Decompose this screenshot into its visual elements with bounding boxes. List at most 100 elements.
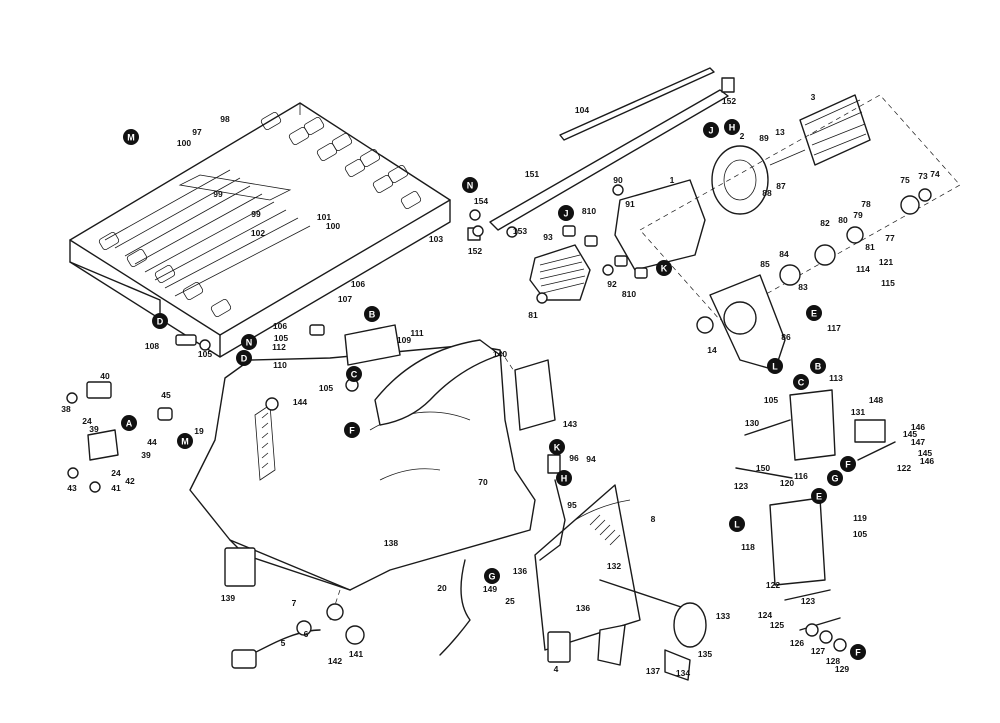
part-number-134: 134 xyxy=(676,668,690,678)
connector-badge-b: B xyxy=(364,306,380,322)
part-number-89: 89 xyxy=(759,133,769,143)
connector-badge-f-3: F xyxy=(850,644,866,660)
part-number-45: 45 xyxy=(161,390,171,400)
connector-badge-f: F xyxy=(344,422,360,438)
part-number-39: 39 xyxy=(89,424,99,434)
part-number-99: 99 xyxy=(213,189,223,199)
part-number-24: 24 xyxy=(82,416,92,426)
part-number-20: 20 xyxy=(437,583,447,593)
part-number-41: 41 xyxy=(111,483,121,493)
part-number-24-2: 24 xyxy=(111,468,121,478)
part-number-86: 86 xyxy=(781,332,791,342)
connector-badge-l-2: L xyxy=(729,516,745,532)
connector-badge-g: G xyxy=(484,568,500,584)
svg-text:H: H xyxy=(729,123,736,133)
connector-badge-e: E xyxy=(806,305,822,321)
part-number-145: 145 xyxy=(918,448,932,458)
connector-badge-h-2: H xyxy=(724,119,740,135)
part-number-133: 133 xyxy=(716,611,730,621)
part-number-81: 81 xyxy=(528,310,538,320)
connector-badge-n-2: N xyxy=(241,334,257,350)
part-number-109: 109 xyxy=(397,335,411,345)
part-number-91: 91 xyxy=(625,199,635,209)
part-number-14: 14 xyxy=(707,345,717,355)
part-number-153: 153 xyxy=(513,226,527,236)
part-number-125: 125 xyxy=(770,620,784,630)
part-number-142: 142 xyxy=(328,656,342,666)
part-number-136: 136 xyxy=(513,566,527,576)
part-number-154: 154 xyxy=(474,196,488,206)
part-number-146-2: 146 xyxy=(911,422,925,432)
svg-text:A: A xyxy=(126,419,133,429)
part-number-117: 117 xyxy=(827,323,841,333)
callout-layer: 1234567813141920242425383939404142434445… xyxy=(61,92,940,678)
part-number-99-2: 99 xyxy=(251,209,261,219)
svg-text:B: B xyxy=(815,362,822,372)
connector-badge-m-2: M xyxy=(177,433,193,449)
connector-badge-a: A xyxy=(121,415,137,431)
connector-badge-g-2: G xyxy=(827,470,843,486)
part-number-107: 107 xyxy=(338,294,352,304)
connector-badge-h: H xyxy=(556,470,572,486)
parts-line-art xyxy=(66,67,961,681)
part-number-3: 3 xyxy=(811,92,816,102)
svg-text:M: M xyxy=(181,437,189,447)
svg-text:L: L xyxy=(772,362,778,372)
part-number-74: 74 xyxy=(930,169,940,179)
part-number-147: 147 xyxy=(911,437,925,447)
part-number-92: 92 xyxy=(607,279,617,289)
connector-badge-k-2: K xyxy=(656,260,672,276)
part-number-106-2: 106 xyxy=(273,321,287,331)
connector-badge-n: N xyxy=(462,177,478,193)
part-number-77: 77 xyxy=(885,233,895,243)
part-number-101: 101 xyxy=(317,212,331,222)
svg-text:C: C xyxy=(798,378,805,388)
svg-text:G: G xyxy=(488,572,495,582)
part-number-122: 122 xyxy=(766,580,780,590)
part-number-70: 70 xyxy=(478,477,488,487)
part-number-6: 6 xyxy=(304,629,309,639)
part-number-90: 90 xyxy=(613,175,623,185)
connector-badge-d-2: D xyxy=(236,350,252,366)
part-number-83: 83 xyxy=(798,282,808,292)
svg-text:B: B xyxy=(369,310,376,320)
part-number-4: 4 xyxy=(554,664,559,674)
part-number-100-2: 100 xyxy=(326,221,340,231)
part-number-19: 19 xyxy=(194,426,204,436)
part-number-95: 95 xyxy=(567,500,577,510)
part-number-96: 96 xyxy=(569,453,579,463)
part-number-103: 103 xyxy=(429,234,443,244)
part-number-13: 13 xyxy=(775,127,785,137)
svg-text:E: E xyxy=(816,492,822,502)
part-number-135: 135 xyxy=(698,649,712,659)
svg-text:J: J xyxy=(563,209,568,219)
part-number-143: 143 xyxy=(563,419,577,429)
part-number-810-2: 810 xyxy=(622,289,636,299)
part-number-93: 93 xyxy=(543,232,553,242)
part-number-152-2: 152 xyxy=(468,246,482,256)
part-number-137: 137 xyxy=(646,666,660,676)
part-number-5: 5 xyxy=(281,638,286,648)
part-number-38: 38 xyxy=(61,404,71,414)
part-number-84: 84 xyxy=(779,249,789,259)
svg-text:N: N xyxy=(467,181,474,191)
part-number-124: 124 xyxy=(758,610,772,620)
svg-text:J: J xyxy=(708,126,713,136)
connector-badge-j: J xyxy=(558,205,574,221)
part-number-8: 8 xyxy=(651,514,656,524)
connector-badge-e-2: E xyxy=(811,488,827,504)
part-number-148: 148 xyxy=(869,395,883,405)
svg-text:N: N xyxy=(246,338,253,348)
part-number-140: 140 xyxy=(493,349,507,359)
part-number-144: 144 xyxy=(293,397,307,407)
part-number-98: 98 xyxy=(220,114,230,124)
part-number-97: 97 xyxy=(192,127,202,137)
part-number-128: 128 xyxy=(826,656,840,666)
part-number-111: 111 xyxy=(410,328,424,338)
part-number-43: 43 xyxy=(67,483,77,493)
svg-text:G: G xyxy=(831,474,838,484)
part-number-82: 82 xyxy=(820,218,830,228)
part-number-105-5: 105 xyxy=(853,529,867,539)
part-number-150: 150 xyxy=(756,463,770,473)
